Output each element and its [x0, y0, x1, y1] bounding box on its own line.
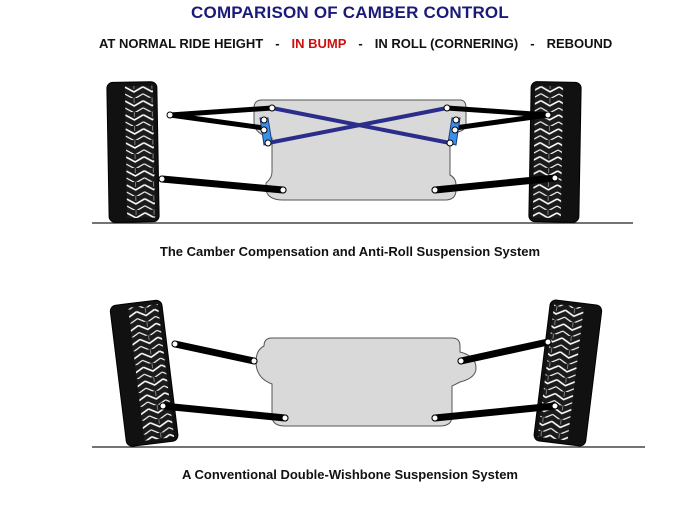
pivot-joint	[457, 357, 465, 365]
left-upper-control-arm	[167, 105, 275, 131]
right-tire	[533, 299, 603, 447]
pivot-joint	[551, 174, 559, 182]
mode-rebound: REBOUND	[546, 36, 613, 51]
pivot-joint	[452, 116, 460, 124]
caption-camber-compensation: The Camber Compensation and Anti-Roll Su…	[159, 244, 541, 259]
left-lower-control-arm	[158, 175, 287, 194]
pivot-joint	[431, 414, 439, 422]
mode-separator: -	[530, 36, 535, 51]
pivot-joint	[281, 414, 289, 422]
mode-separator: -	[275, 36, 280, 51]
mode-in-roll: IN ROLL (CORNERING)	[374, 36, 519, 51]
right-upper-control-arm	[457, 338, 552, 365]
left-upper-control-arm	[171, 340, 258, 365]
pivot-joint	[166, 111, 174, 119]
double-wishbone-diagram	[92, 299, 645, 448]
left-tire	[106, 81, 160, 223]
anti-roll-link	[267, 106, 448, 145]
mode-in-bump: IN BUMP	[291, 36, 347, 51]
pivot-joint	[159, 402, 167, 410]
pivot-joint	[158, 175, 166, 183]
pivot-joint	[260, 126, 268, 134]
right-lower-control-arm	[431, 174, 559, 194]
pivot-joint	[544, 338, 552, 346]
caption-double-wishbone: A Conventional Double-Wishbone Suspensio…	[182, 467, 518, 482]
chassis-body	[255, 337, 477, 427]
right-tire	[528, 81, 582, 223]
camber-compensation-diagram	[92, 81, 633, 224]
mode-separator: -	[358, 36, 363, 51]
pivot-joint	[250, 357, 258, 365]
pivot-joint	[451, 126, 459, 134]
right-lower-control-arm	[431, 402, 559, 422]
diagram-title: COMPARISON OF CAMBER CONTROL	[191, 3, 509, 22]
pivot-joint	[260, 116, 268, 124]
pivot-joint	[431, 186, 439, 194]
left-lower-control-arm	[159, 402, 289, 422]
pivot-joint	[544, 111, 552, 119]
chassis-body	[253, 99, 467, 201]
pivot-joint	[171, 340, 179, 348]
mode-normal-ride-height: AT NORMAL RIDE HEIGHT	[99, 36, 264, 51]
pivot-joint	[446, 139, 454, 147]
suspension-mode-row: AT NORMAL RIDE HEIGHT-IN BUMP-IN ROLL (C…	[99, 36, 612, 51]
pivot-joint	[551, 402, 559, 410]
left-tire	[109, 299, 179, 447]
pivot-joint	[264, 139, 272, 147]
pivot-joint	[443, 104, 451, 112]
pivot-joint	[268, 104, 276, 112]
right-upper-control-arm	[444, 105, 551, 131]
pivot-joint	[279, 186, 287, 194]
